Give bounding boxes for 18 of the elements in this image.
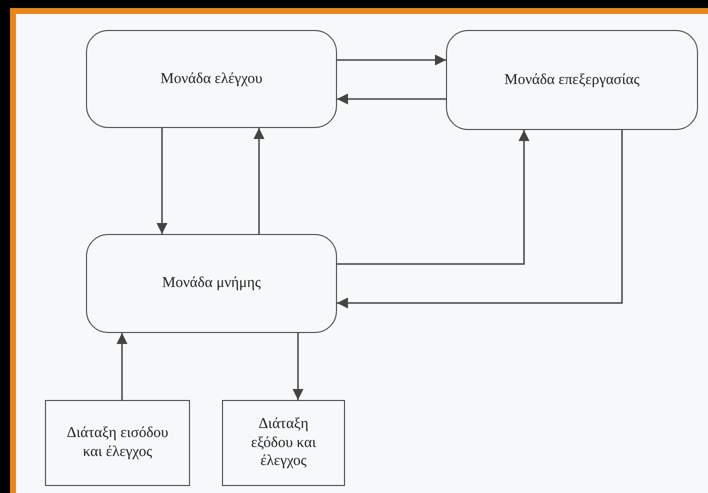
arrow [337, 94, 446, 104]
arrow [337, 130, 530, 265]
node-label: Διάταξη εισόδου και έλεγχος [66, 424, 169, 462]
unit-box [86, 30, 337, 128]
device-box [222, 400, 345, 486]
device-box [45, 400, 190, 486]
arrow [337, 130, 623, 308]
arrow [116, 333, 128, 400]
arrow [156, 128, 168, 234]
unit-box [86, 234, 337, 333]
node-label: Μονάδα επεξεργασίας [504, 70, 640, 90]
arrow [337, 54, 446, 66]
node-label: Μονάδα μνήμης [162, 274, 261, 293]
unit-box [446, 30, 698, 130]
arrow [254, 128, 264, 234]
arrow [292, 333, 304, 400]
node-label: Μονάδα ελέγχου [160, 70, 262, 88]
node-label: Διάταξη εξόδου και έλεγχος [250, 414, 317, 472]
